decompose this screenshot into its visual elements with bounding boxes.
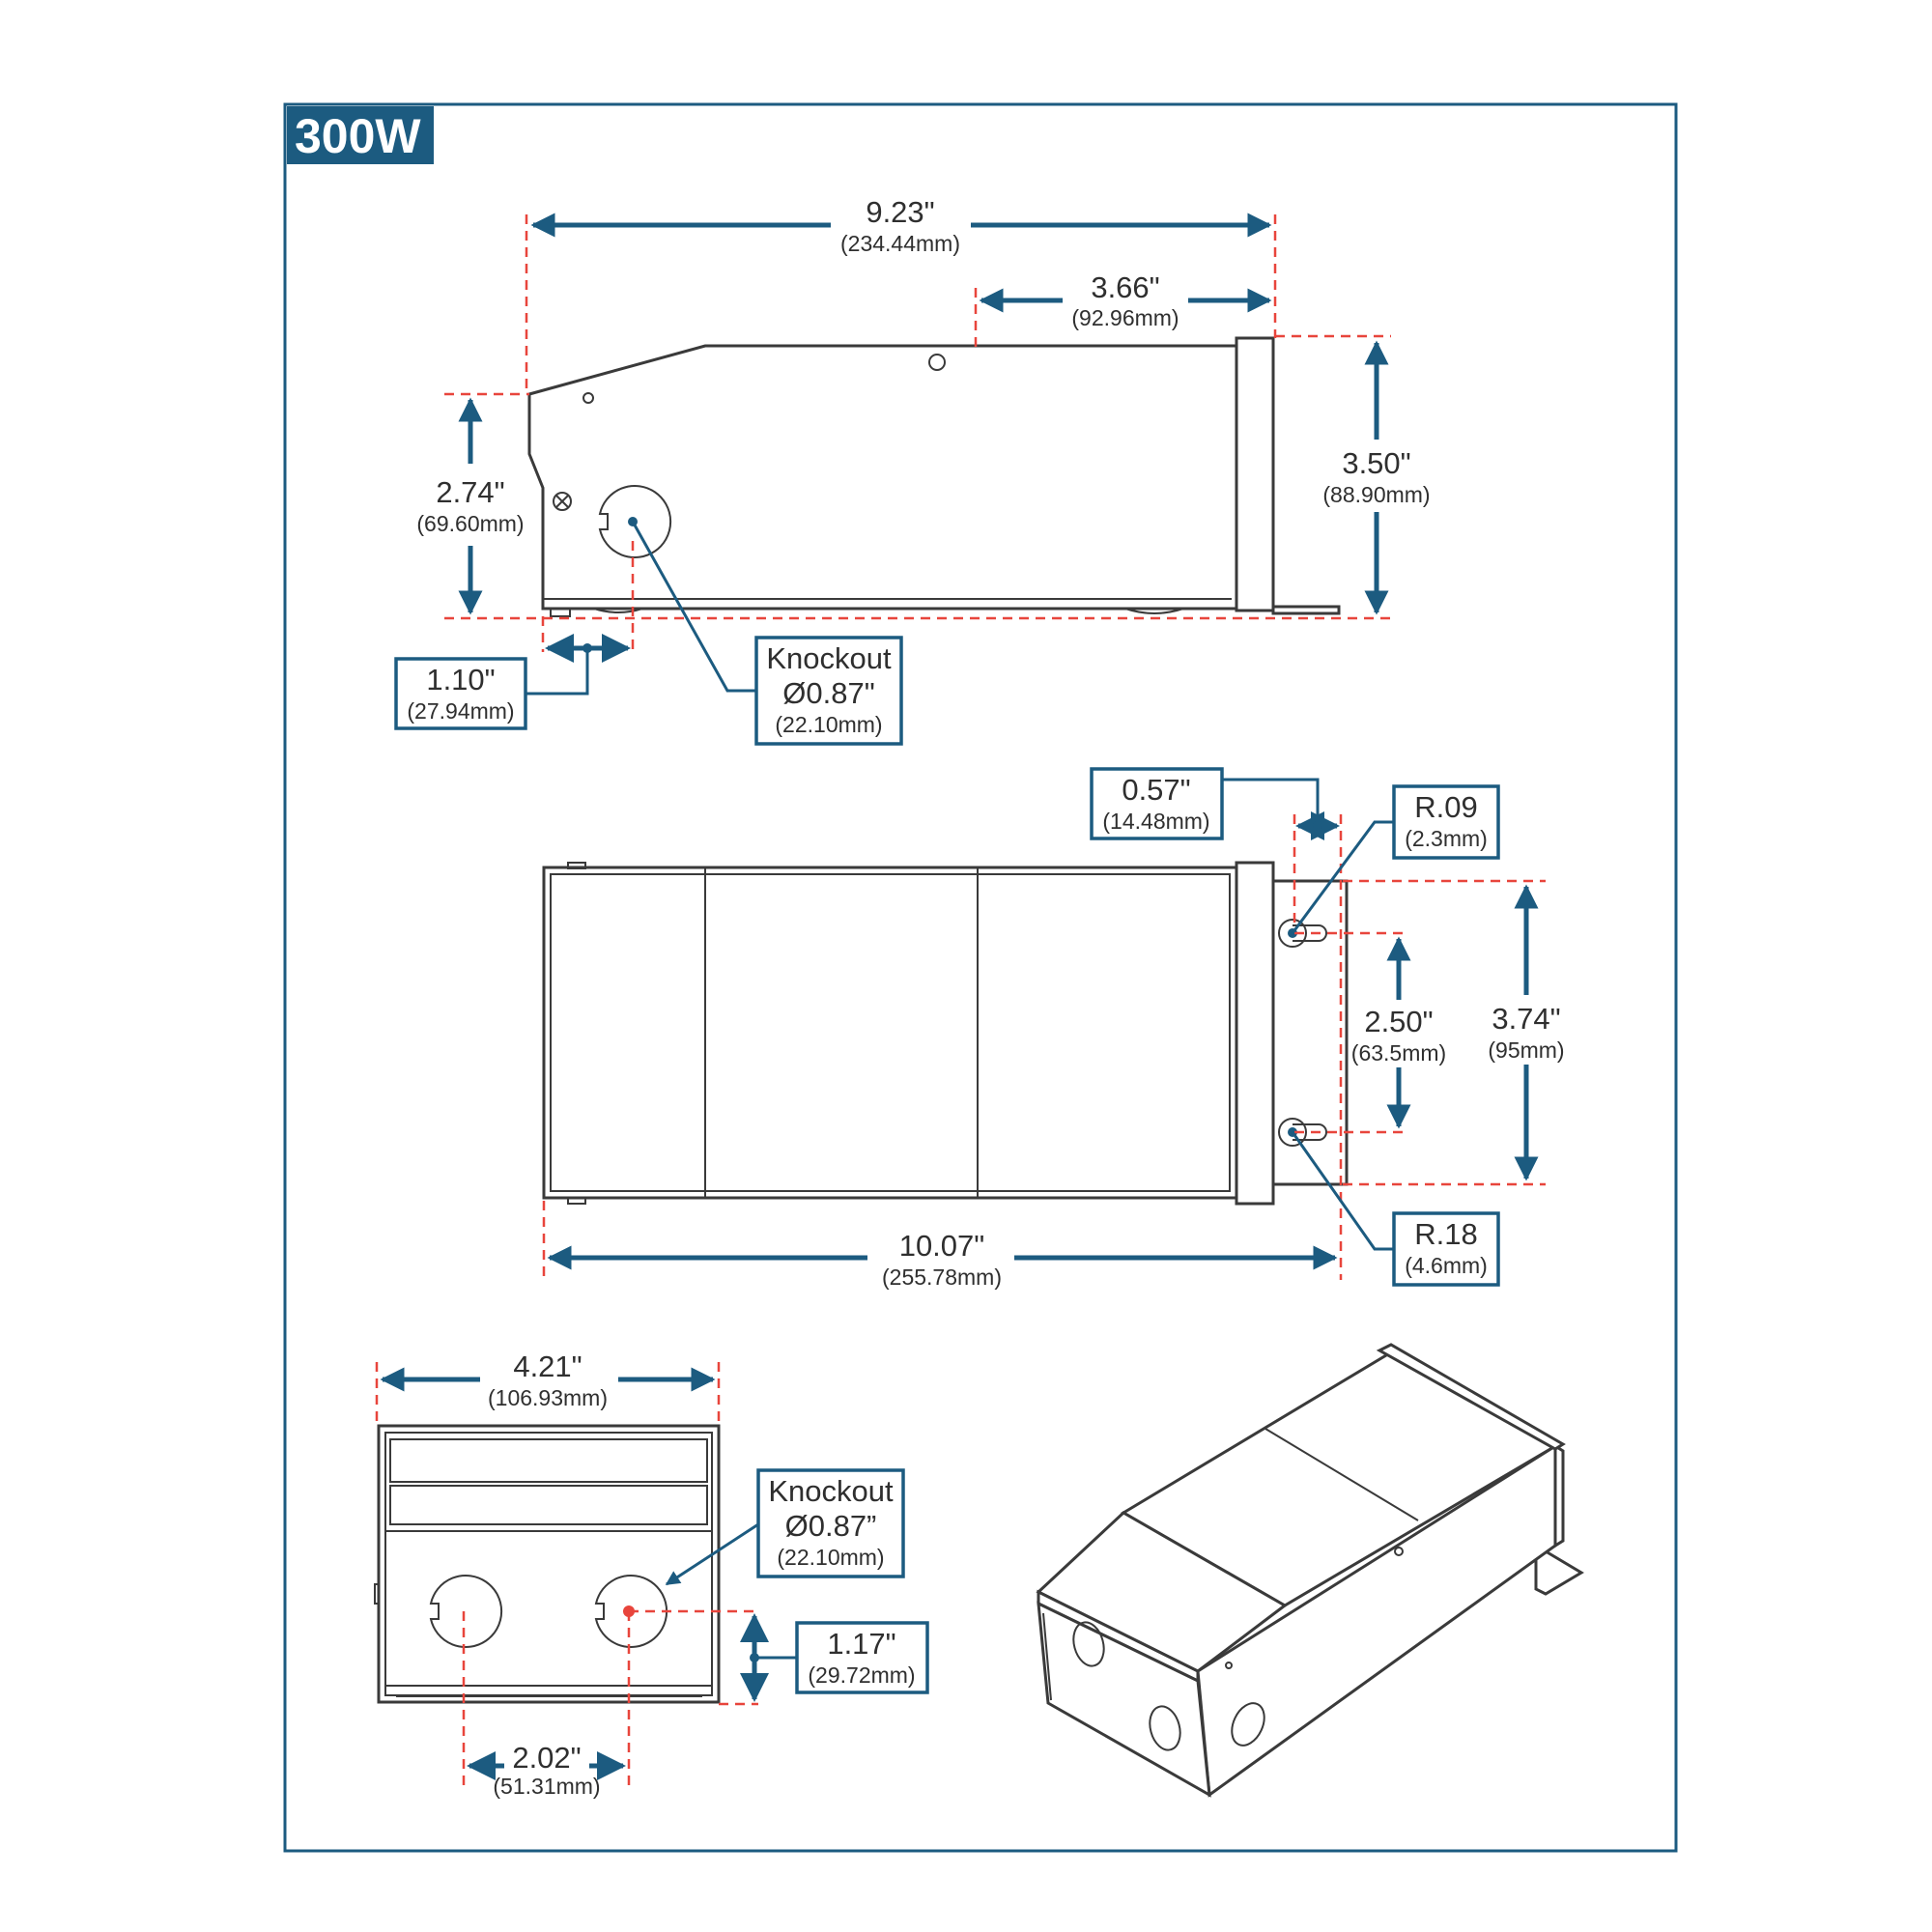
knockout-spacing-mm: (51.31mm)	[493, 1774, 600, 1799]
front-height-mm: (69.60mm)	[416, 511, 524, 536]
flange-length-in: 3.66"	[1091, 270, 1159, 304]
slot-spacing-mm: (63.5mm)	[1351, 1040, 1446, 1065]
top-length-in: 10.07"	[899, 1229, 985, 1263]
end-width-mm: (106.93mm)	[488, 1385, 608, 1410]
side-view-hole	[928, 354, 946, 371]
side-view-screw	[582, 392, 594, 404]
slot-radius-large-mm: (4.6mm)	[1405, 1253, 1488, 1278]
slot-radius-large: R.18	[1414, 1217, 1477, 1251]
flange-width-in: 3.74"	[1492, 1002, 1560, 1036]
top-view: 0.57" (14.48mm) R.09 (2.3mm) R.18 (4.6mm…	[542, 767, 1565, 1290]
end-view: 4.21" (106.93mm) Knockout Ø0.87” (22.10m…	[374, 1350, 929, 1799]
side-knockout-callout	[754, 636, 903, 746]
top-view-mounting-plate	[1271, 879, 1349, 1186]
top-length-mm: (255.78mm)	[882, 1264, 1002, 1290]
end-knockout-mm: (22.10mm)	[777, 1545, 884, 1570]
slot-radius-small-mm: (2.3mm)	[1405, 826, 1488, 851]
knockout-height-in: 1.17"	[827, 1627, 895, 1661]
knockout-height-mm: (29.72mm)	[808, 1662, 915, 1688]
drawing-frame	[283, 102, 1678, 1853]
side-view-knockout	[598, 485, 672, 558]
top-view-end-flange	[1235, 861, 1275, 1206]
slot-radius-small: R.09	[1414, 790, 1477, 824]
top-view-body	[542, 866, 1238, 1200]
end-width-in: 4.21"	[513, 1350, 582, 1383]
height-in: 3.50"	[1342, 446, 1410, 480]
knockout-offset-in: 1.10"	[426, 663, 495, 696]
knockout-offset-mm: (27.94mm)	[407, 698, 514, 724]
side-knockout-mm: (22.10mm)	[775, 712, 882, 737]
flange-width-mm: (95mm)	[1488, 1037, 1564, 1063]
isometric-view	[1036, 1343, 1584, 1798]
knockout-spacing-in: 2.02"	[512, 1741, 581, 1775]
slot-offset-mm: (14.48mm)	[1102, 809, 1209, 834]
overall-length-mm: (234.44mm)	[840, 231, 960, 256]
end-knockout-label: Knockout	[768, 1474, 894, 1508]
side-knockout-label: Knockout	[766, 641, 892, 675]
title-label: 300W	[295, 109, 421, 163]
iso-knockout-2	[1149, 1705, 1181, 1751]
iso-front-face	[1037, 1601, 1211, 1798]
end-knockout-right	[594, 1575, 668, 1648]
side-view-mounting-tab	[1271, 605, 1341, 615]
end-view-body	[377, 1424, 721, 1704]
side-view-body	[527, 344, 1238, 611]
front-height-in: 2.74"	[436, 475, 504, 509]
side-view: 9.23" (234.44mm) 3.66" (92.96mm) 3.50" (…	[394, 195, 1431, 746]
side-knockout-dia: Ø0.87"	[782, 676, 874, 710]
iso-knockout-3	[1231, 1702, 1265, 1747]
keyhole-slot-lower	[1278, 1118, 1307, 1147]
end-knockout-dia: Ø0.87”	[785, 1509, 877, 1543]
end-knockout-callout	[756, 1468, 905, 1578]
height-mm: (88.90mm)	[1322, 482, 1430, 507]
keyhole-slot-upper	[1278, 919, 1307, 948]
ground-screw-icon	[553, 492, 572, 511]
slot-spacing-in: 2.50"	[1364, 1005, 1433, 1038]
overall-length-in: 9.23"	[866, 195, 934, 229]
title-tab	[287, 106, 434, 164]
flange-length-mm: (92.96mm)	[1071, 305, 1179, 330]
end-knockout-left	[429, 1575, 503, 1648]
slot-offset-in: 0.57"	[1122, 773, 1190, 807]
iso-knockout-1	[1072, 1621, 1105, 1667]
side-view-end-flange	[1235, 336, 1275, 612]
